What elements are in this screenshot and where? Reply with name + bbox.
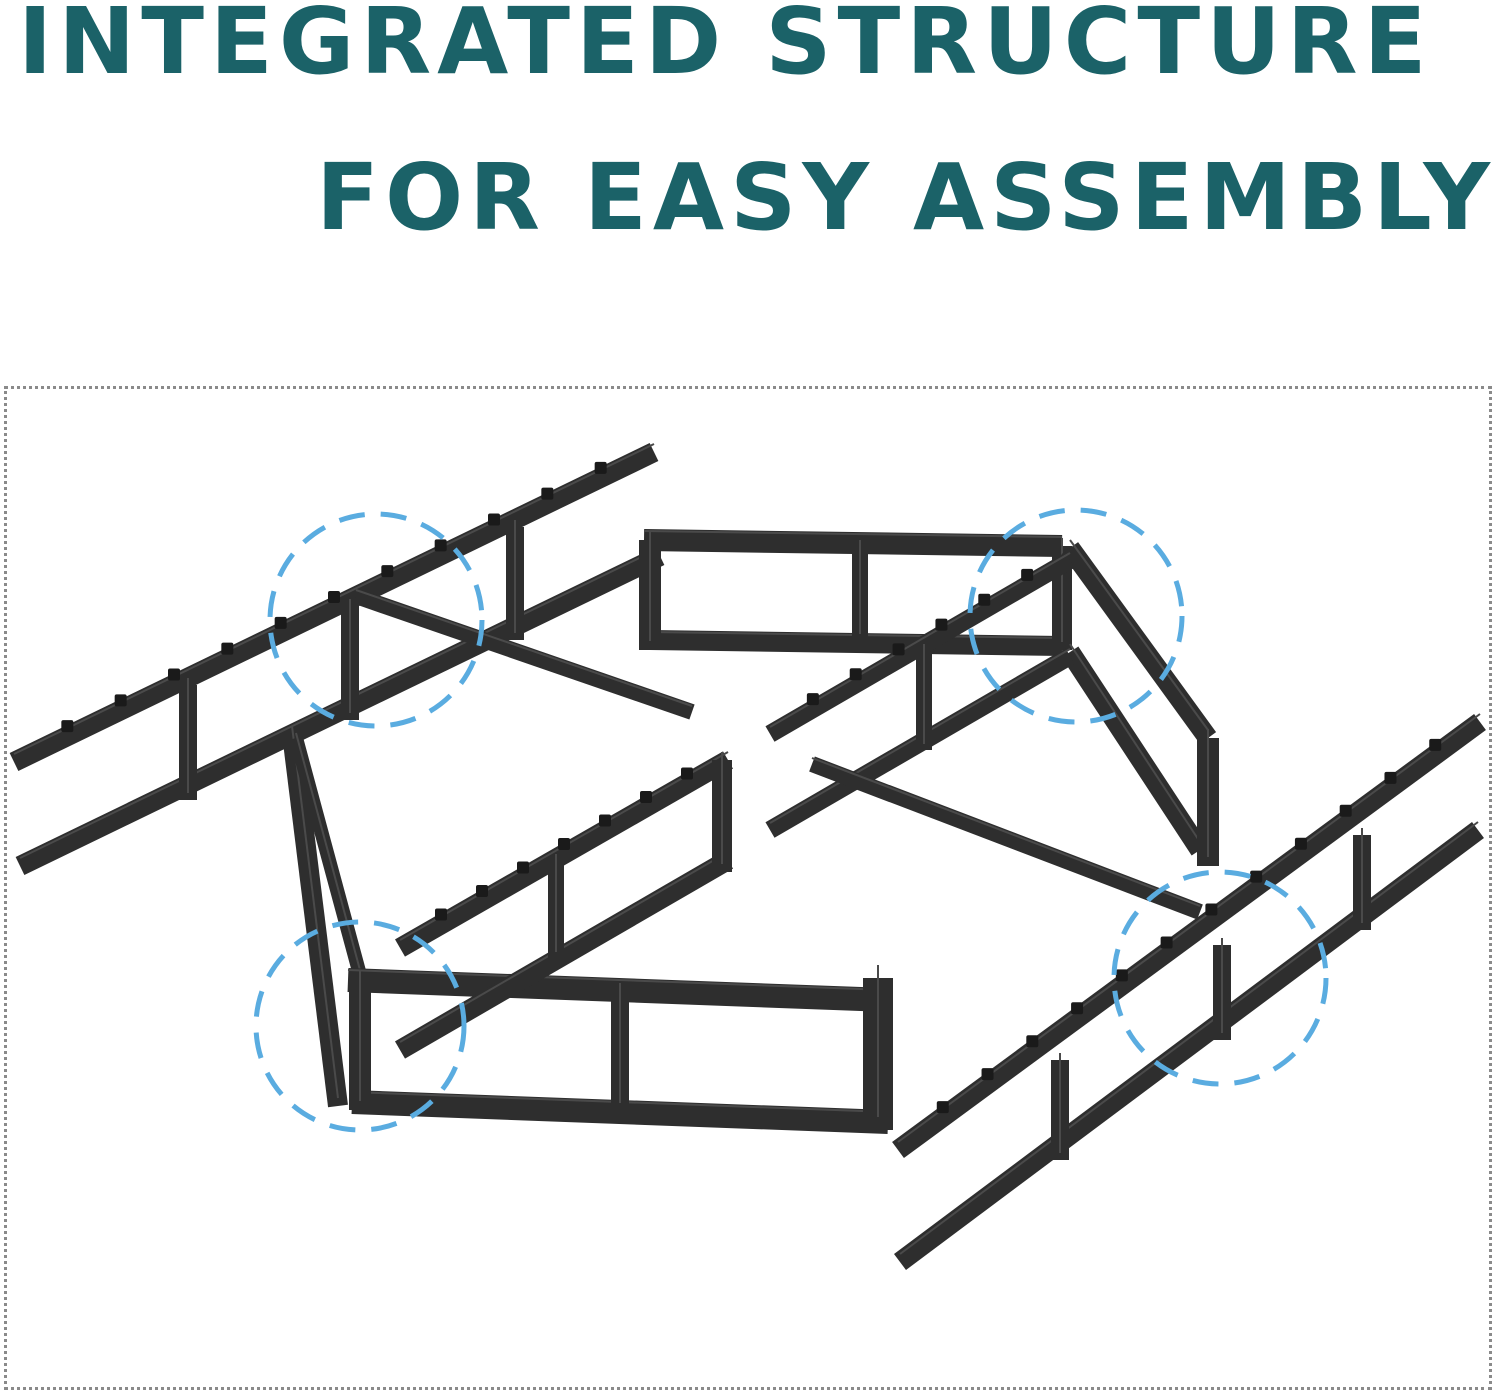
frame-bar-edge [19, 547, 661, 859]
frame-bar-edge [1069, 643, 1201, 843]
frame-bolt [849, 668, 862, 681]
headline-line-2: FOR EASY ASSEMBLY [316, 144, 1496, 251]
dotted-illustration-border [4, 386, 1492, 1390]
side-rail-lower [894, 821, 1484, 1271]
frame-bolt [1384, 771, 1397, 784]
frame-bolt [434, 539, 447, 552]
frame-bolt [488, 513, 500, 526]
frame-bolt [1339, 804, 1352, 817]
frame-bolt [1160, 936, 1173, 949]
head-panel-bottom [649, 630, 1063, 656]
frame-bar-edge [899, 821, 1479, 1255]
hinge-highlight-circle-bottom-left [253, 919, 467, 1133]
frame-bolt [558, 838, 570, 850]
cross-brace [353, 588, 695, 720]
foot-diagonal-rail [395, 751, 733, 957]
frame-bolt [168, 668, 180, 681]
frame-bolt [381, 565, 394, 578]
frame-bolt [892, 643, 905, 656]
frame-bolt [1021, 568, 1034, 581]
frame-bolt [114, 694, 127, 707]
frame-bolt [935, 618, 948, 631]
hinge-highlight-circle-top-right [967, 507, 1185, 725]
frame-bar-edge [291, 725, 339, 1099]
frame-bolt [61, 720, 74, 733]
frame-bolt [328, 591, 340, 603]
side-rail-upper [9, 443, 659, 771]
frame-bolt [274, 616, 287, 629]
frame-bolt [936, 1101, 949, 1114]
head-panel-top [643, 529, 1063, 557]
frame-bar-edge [355, 589, 693, 707]
frame-bolt [541, 487, 554, 500]
frame-bar-edge [897, 713, 1481, 1143]
frame-bolt [681, 767, 693, 780]
foot-panel-bottom [351, 1090, 889, 1134]
frame-bolt [594, 461, 607, 474]
frame-bolts [61, 461, 1442, 1114]
frame-bar-edge [811, 757, 1201, 907]
frame-bolt [978, 593, 991, 606]
frame-bolt [221, 642, 234, 655]
cross-brace [809, 756, 1203, 920]
frame-bolt [1205, 903, 1218, 916]
frame-bar-edge [643, 530, 1063, 538]
frame-bolt [1071, 1002, 1084, 1015]
frame-bolt [476, 885, 488, 897]
head-angled-rail [1061, 542, 1217, 744]
hinge-highlight-circle-top-left [267, 511, 485, 729]
frame-bolt [981, 1068, 994, 1081]
frame-bolt [1294, 837, 1307, 850]
headline-line-1: INTEGRATED STRUCTURE [18, 0, 1433, 95]
frame-bar-edge [295, 732, 361, 971]
side-rail-lower [15, 547, 665, 875]
frame-bar-edge [769, 552, 1071, 728]
side-rail-upper [892, 713, 1486, 1159]
frame-bolt [435, 908, 447, 921]
frame-bolt [1429, 738, 1442, 751]
center-rail-upper [765, 552, 1075, 742]
frame-bolt [1115, 969, 1128, 982]
frame-bolt [806, 693, 819, 706]
frame-bolt [517, 861, 529, 874]
frame-bar-edge [1069, 539, 1209, 731]
hinge-highlight-circle-bottom-right [1111, 869, 1329, 1087]
frame-bolt [1026, 1035, 1039, 1048]
frame-bar-edge [347, 969, 889, 991]
frame-bolt [599, 814, 611, 827]
hinge-highlight-circles [253, 507, 1329, 1133]
left-angled-brace [289, 736, 367, 977]
head-angled-rail-lower [1061, 646, 1209, 856]
metal-frame-bars [9, 443, 1486, 1271]
frame-bolt [1250, 870, 1263, 883]
frame-bolt [640, 791, 652, 803]
